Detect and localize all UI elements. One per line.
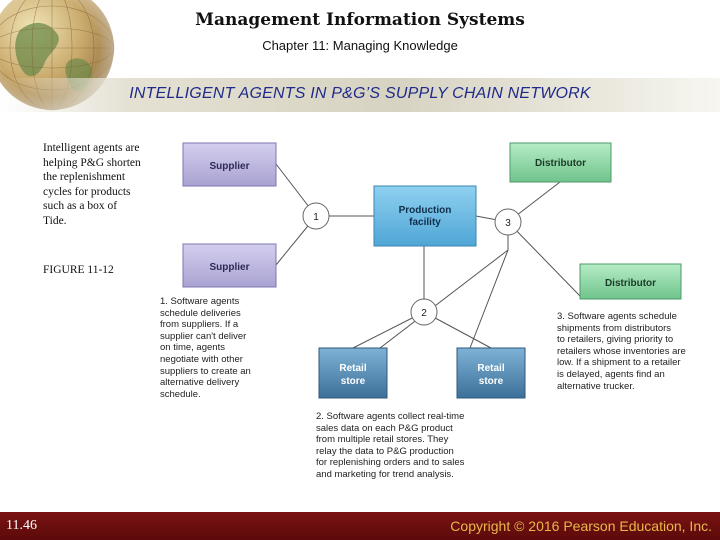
slide-number: 11.46 xyxy=(6,518,37,533)
figure-caption: Intelligent agents are helping P&G short… xyxy=(43,142,141,227)
header-title: Management Information Systems xyxy=(195,10,525,30)
note-3: 3. Software agents schedule shipments fr… xyxy=(557,311,686,392)
retail-store-node-1: Retail store xyxy=(318,347,388,399)
supplier-node-1: Supplier xyxy=(182,142,277,187)
retail-label-2-line2: store xyxy=(479,376,504,387)
marker-3: 3 xyxy=(494,208,522,236)
retail-label-2: Retail xyxy=(477,363,504,374)
distributor-label-2: Distributor xyxy=(605,278,656,289)
production-label-line2: facility xyxy=(409,217,441,228)
marker-1: 1 xyxy=(302,202,330,230)
title-band xyxy=(0,78,720,112)
distributor-node-2: Distributor xyxy=(579,263,682,300)
note-1: 1. Software agents schedule deliveries f… xyxy=(160,296,251,400)
retail-label-1: Retail xyxy=(339,363,366,374)
connector-retail1-distributor xyxy=(379,249,509,349)
footer-bar xyxy=(0,512,720,540)
retail-label-1-line2: store xyxy=(341,376,366,387)
supplier-label-2: Supplier xyxy=(209,262,249,273)
distributor-node-1: Distributor xyxy=(509,142,612,183)
connector-retail2-distributor xyxy=(469,249,509,349)
distributor-label-1: Distributor xyxy=(535,158,586,169)
production-node: Production facility xyxy=(373,185,477,247)
copyright-text: Copyright © 2016 Pearson Education, Inc. xyxy=(450,518,712,534)
production-label: Production xyxy=(399,205,452,216)
marker-2: 2 xyxy=(410,298,438,326)
slide-title: INTELLIGENT AGENTS IN P&G’S SUPPLY CHAIN… xyxy=(129,85,591,102)
marker-label-2: 2 xyxy=(421,308,427,319)
chapter-subtitle: Chapter 11: Managing Knowledge xyxy=(262,38,458,53)
retail-store-node-2: Retail store xyxy=(456,347,526,399)
note-2: 2. Software agents collect real-time sal… xyxy=(316,411,465,480)
figure-label: FIGURE 11-12 xyxy=(43,264,114,276)
marker-label-3: 3 xyxy=(505,218,511,229)
connector-distributor2-marker3 xyxy=(507,221,581,297)
marker-label-1: 1 xyxy=(313,212,319,223)
supplier-node-2: Supplier xyxy=(182,243,277,288)
supplier-label-1: Supplier xyxy=(209,161,249,172)
